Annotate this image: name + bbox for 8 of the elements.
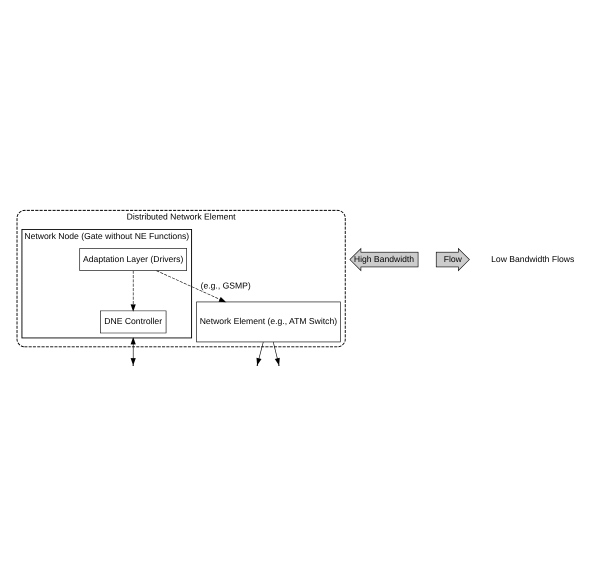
node-box: DNE Controller (100, 310, 166, 334)
edge-label: (e.g., GSMP) (200, 280, 251, 291)
arrow (130, 270, 136, 312)
arrow (156, 270, 226, 302)
label: Low Bandwidth Flows (491, 254, 574, 264)
arrow (272, 342, 280, 366)
node-box: Network Element (e.g., ATM Switch) (196, 302, 341, 342)
node-box: Adaptation Layer (Drivers) (79, 248, 187, 271)
